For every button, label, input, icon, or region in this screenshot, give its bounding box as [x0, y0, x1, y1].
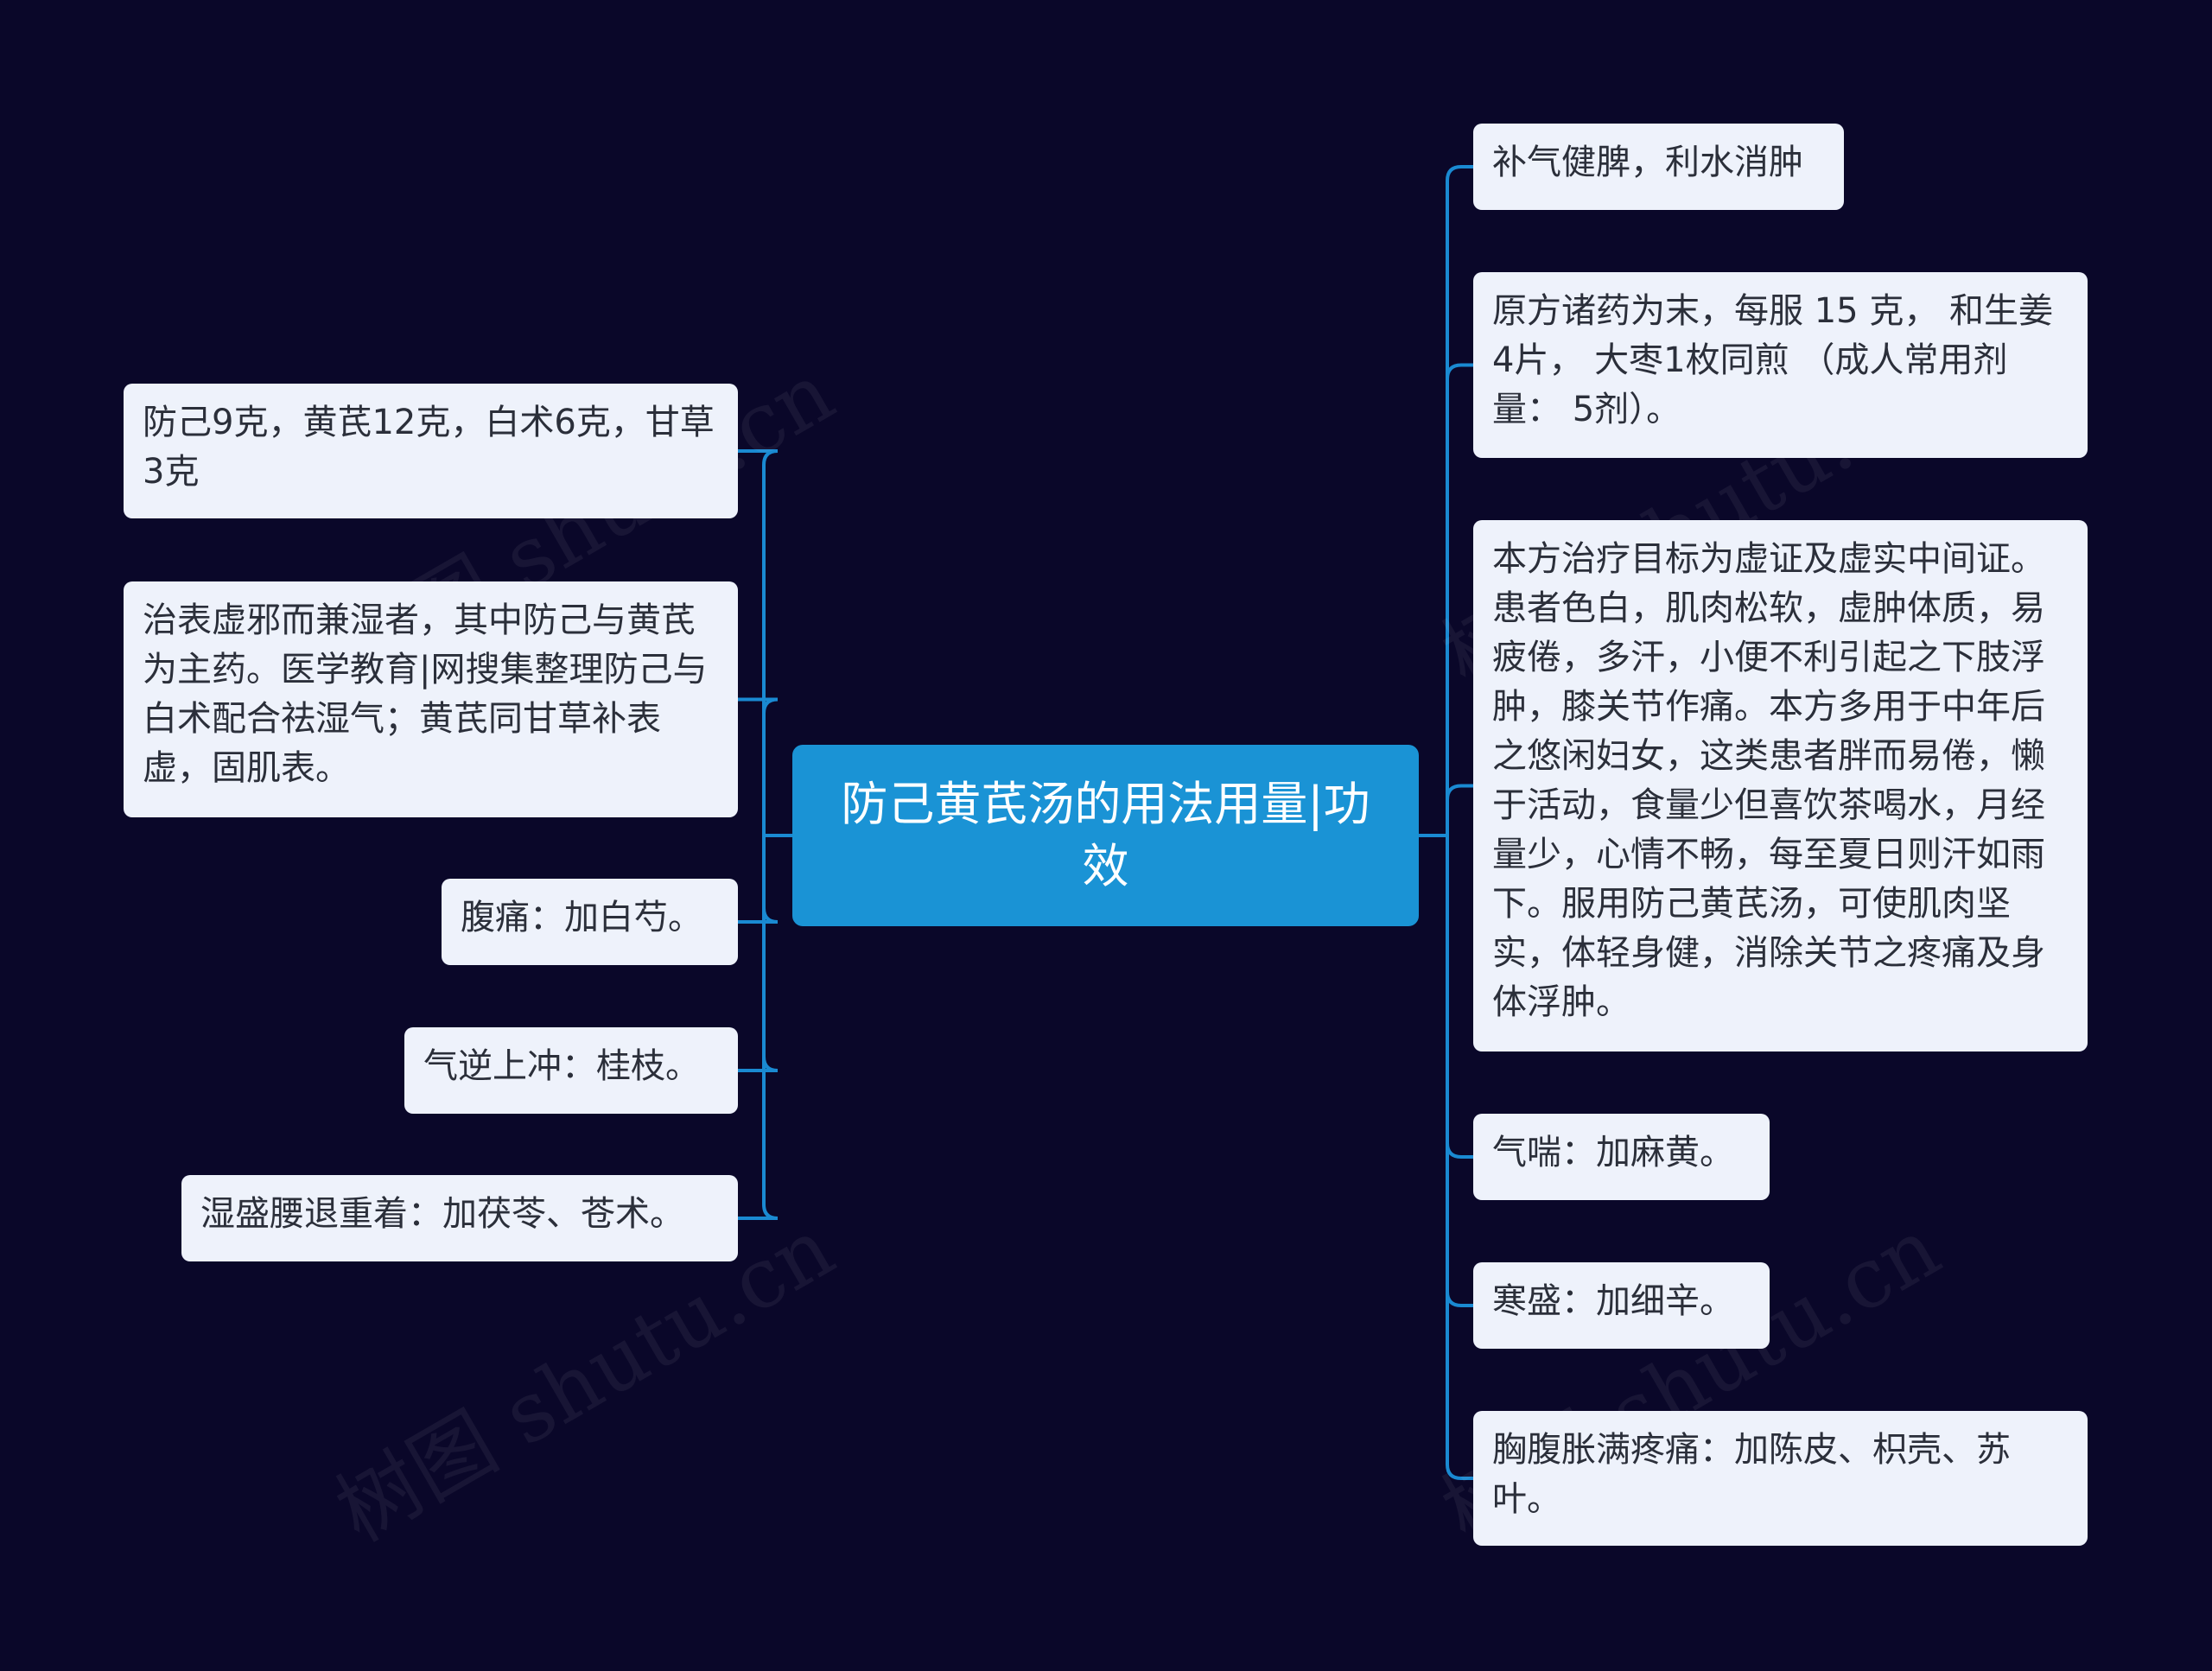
left-node-abdominal-pain[interactable]: 腹痛：加白芍。 [442, 879, 738, 965]
right-connector-3 [1446, 834, 1475, 1159]
right-node-asthma[interactable]: 气喘：加麻黄。 [1473, 1114, 1770, 1200]
left-node-dosage[interactable]: 防己9克，黄芪12克，白术6克，甘草3克 [124, 384, 738, 518]
right-node-cold[interactable]: 寒盛：加细辛。 [1473, 1262, 1770, 1349]
right-node-chest-distension[interactable]: 胸腹胀满疼痛：加陈皮、枳壳、苏叶。 [1473, 1411, 2088, 1546]
left-connector-0 [736, 449, 779, 837]
right-connector-2 [1446, 784, 1475, 837]
central-topic[interactable]: 防己黄芪汤的用法用量|功效 [792, 745, 1419, 926]
right-connector-4 [1446, 834, 1475, 1307]
right-connector-5 [1446, 834, 1475, 1480]
right-node-preparation[interactable]: 原方诸药为末，每服 15 克， 和生姜4片， 大枣1枚同煎 （成人常用剂量： 5… [1473, 272, 2088, 458]
left-connector-1 [736, 697, 779, 837]
left-connector-2 [736, 834, 779, 924]
left-node-dampness[interactable]: 湿盛腰退重着：加茯苓、苍术。 [181, 1175, 738, 1261]
right-connector-0 [1446, 165, 1475, 837]
left-node-qi-reversal[interactable]: 气逆上冲：桂枝。 [404, 1027, 738, 1114]
left-node-mechanism[interactable]: 治表虚邪而兼湿者，其中防己与黄芪为主药。医学教育|网搜集整理防己与白术配合祛湿气… [124, 581, 738, 817]
right-node-efficacy[interactable]: 补气健脾，利水消肿 [1473, 124, 1844, 210]
right-connector-1 [1446, 363, 1475, 837]
right-node-indications[interactable]: 本方治疗目标为虚证及虚实中间证。患者色白，肌肉松软，虚肿体质，易疲倦，多汗，小便… [1473, 520, 2088, 1052]
left-connector-3 [736, 834, 779, 1072]
left-connector-4 [736, 834, 779, 1220]
